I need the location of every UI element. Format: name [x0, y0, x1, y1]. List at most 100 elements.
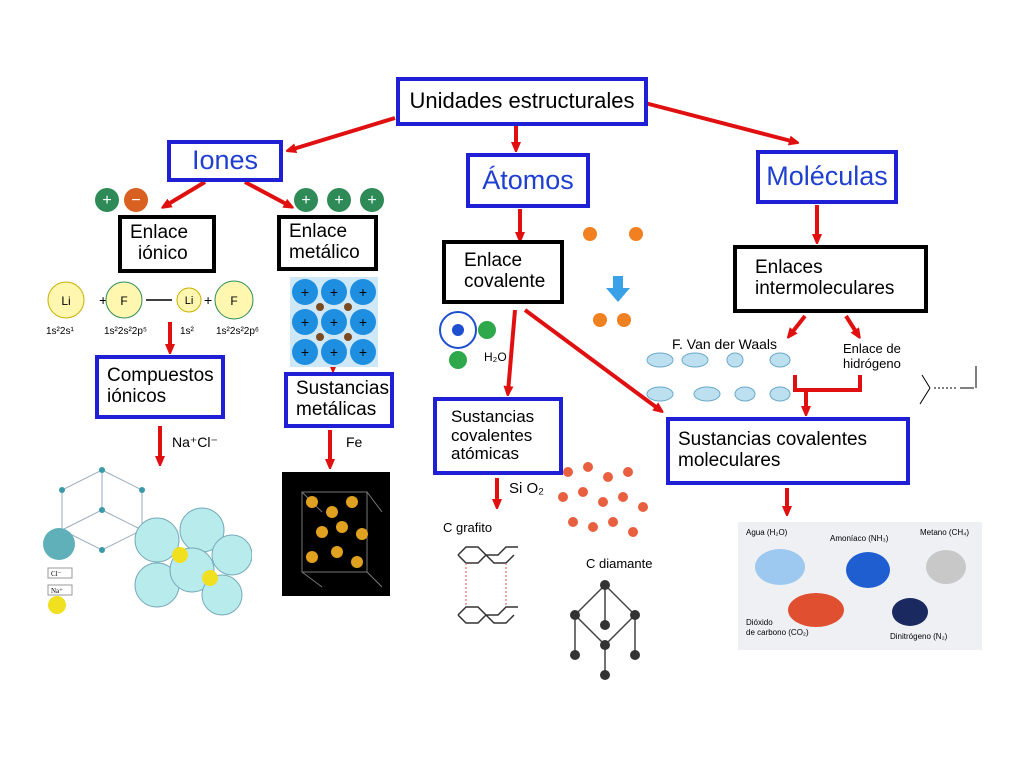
node-enlaces-intermoleculares: Enlaces intermoleculares [733, 245, 928, 313]
label-sio2: Si O₂ [509, 480, 544, 497]
molecule-amoniaco-label: Amoníaco (NH₃) [830, 534, 889, 543]
molecule-n2-shape [892, 598, 928, 626]
svg-text:+: + [367, 192, 376, 209]
node-enlace-metalico: Enlace metálico [277, 215, 378, 271]
svg-text:+: + [301, 314, 309, 330]
label-van-der-waals: F. Van der Waals [672, 336, 778, 352]
svg-text:+: + [330, 344, 338, 360]
node-enlace-covalente-l1: Enlace [464, 250, 523, 272]
label-enlace-hidrogeno-l1: Enlace de [843, 341, 901, 356]
svg-text:+: + [359, 314, 367, 330]
node-moleculas-label: Moléculas [766, 161, 888, 192]
molecules-panel: Agua (H₂O) Amoníaco (NH₃) Metano (CH₄) D… [738, 522, 982, 650]
svg-text:−: − [131, 192, 140, 209]
molecule-co2-shape [788, 593, 844, 627]
node-root-label: Unidades estructurales [409, 88, 635, 114]
node-iones-label: Iones [191, 145, 259, 176]
label-nacl: Na⁺Cl⁻ [172, 434, 218, 450]
graphite-illustration [457, 546, 518, 624]
molecule-agua-shape [755, 549, 805, 585]
van-der-waals-dipoles [646, 352, 791, 402]
node-sust-moleculares-l2: moleculares [678, 450, 781, 471]
ionic-transfer-illustration: Li + F Li + F 1s²2s¹ 1s²2s²2p⁵ 1s² 1s²2s… [46, 280, 259, 337]
fe-lattice-illustration [282, 472, 390, 596]
node-compuestos-ionicos: Compuestos iónicos [95, 355, 225, 419]
svg-text:+: + [301, 284, 309, 300]
label-enlace-hidrogeno-l2: hidrógeno [843, 355, 901, 371]
svg-text:1s²2s²2p⁶: 1s²2s²2p⁶ [216, 326, 259, 337]
svg-text:+: + [102, 192, 111, 209]
node-compuestos-l1: Compuestos [107, 365, 214, 387]
svg-text:+: + [330, 284, 338, 300]
node-sust-atomicas-l2: covalentes [451, 425, 533, 445]
svg-text:Li: Li [185, 295, 194, 307]
node-sust-metalicas-l1: Sustancias [296, 378, 389, 400]
node-sustancias-metalicas: Sustancias metálicas [284, 372, 394, 428]
node-sust-metalicas-l2: metálicas [296, 399, 377, 420]
molecule-amoniaco-shape [846, 552, 890, 588]
node-compuestos-l2: iónicos [107, 386, 167, 407]
svg-text:+: + [330, 314, 338, 330]
molecule-dinitrogeno-label: Dinitrógeno (N₂) [890, 632, 948, 641]
node-root: Unidades estructurales [396, 77, 648, 126]
fluorine-atoms-illustration [583, 227, 643, 327]
svg-text:1s²2s¹: 1s²2s¹ [46, 326, 74, 337]
svg-text:Na⁺: Na⁺ [51, 587, 63, 595]
arrow-root-iones [290, 116, 396, 150]
hydrogen-bond-illustration [919, 366, 977, 405]
svg-text:Cl⁻: Cl⁻ [51, 570, 62, 578]
node-moleculas: Moléculas [756, 150, 898, 204]
svg-text:+: + [359, 284, 367, 300]
node-atomos-label: Átomos [482, 164, 574, 195]
molecule-dioxido-l2: de carbono (CO₂) [746, 627, 809, 637]
molecule-metano-shape [926, 550, 966, 584]
label-enlace-hidrogeno: Enlace de hidrógeno [843, 341, 901, 372]
node-enlace-ionico: Enlace iónico [118, 215, 216, 273]
molecule-dioxido-label: Dióxido de carbono (CO₂) [746, 618, 809, 637]
node-iones: Iones [167, 140, 283, 182]
svg-text:+: + [204, 292, 212, 308]
svg-text:+: + [359, 344, 367, 360]
molecule-metano-label: Metano (CH₄) [920, 528, 970, 537]
node-enlace-covalente: Enlace covalente [442, 240, 564, 304]
node-enlaces-inter-l1: Enlaces [755, 257, 823, 279]
svg-text:1s²: 1s² [180, 326, 195, 337]
label-c-diamante: C diamante [586, 556, 653, 571]
svg-text:+: + [301, 192, 310, 209]
svg-text:Li: Li [61, 294, 70, 308]
node-atomos: Átomos [466, 153, 590, 208]
svg-text:+: + [99, 292, 107, 308]
node-sust-atomicas-l3: atómicas [451, 444, 520, 464]
node-enlace-ionico-l2: iónico [138, 243, 188, 264]
arrow-iones-ionico [165, 180, 207, 206]
node-sustancias-cov-atomicas: Sustancias covalentes atómicas [433, 397, 563, 475]
ion-pair-icon: + − [95, 188, 148, 212]
cation-trio-icon: + + + [294, 188, 384, 212]
metallic-lattice-illustration: + + + + + + + + + [290, 277, 378, 367]
svg-text:+: + [301, 344, 309, 360]
node-enlace-ionico-l1: Enlace [130, 222, 189, 244]
node-enlace-covalente-l2: covalente [464, 271, 546, 292]
node-enlaces-inter-l2: intermoleculares [755, 278, 895, 299]
node-enlace-metalico-l1: Enlace [289, 221, 348, 243]
label-c-grafito: C grafito [443, 520, 493, 535]
arrow-root-moleculas [644, 101, 795, 142]
node-enlace-metalico-l2: metálico [289, 242, 360, 263]
node-sust-moleculares-l1: Sustancias covalentes [678, 429, 868, 451]
node-sust-atomicas-l1: Sustancias [451, 406, 535, 426]
molecule-dioxido-l1: Dióxido [746, 618, 773, 627]
arrow-iones-metalico [244, 180, 290, 206]
arrow-enlaces-hidrogeno [844, 314, 858, 335]
svg-text:+: + [334, 192, 343, 209]
covalent-water-illustration [439, 311, 496, 369]
arrow-enlaces-vdw [790, 314, 807, 335]
bracket-vdw-hidrogeno [793, 375, 862, 392]
svg-text:F: F [230, 294, 237, 308]
diamond-illustration [570, 580, 640, 680]
svg-text:1s²2s²2p⁵: 1s²2s²2p⁵ [104, 326, 147, 337]
sio2-cluster-illustration [558, 462, 648, 537]
molecule-agua-label: Agua (H₂O) [746, 528, 788, 537]
node-sustancias-cov-moleculares: Sustancias covalentes moleculares [666, 417, 910, 485]
svg-text:F: F [120, 294, 127, 308]
